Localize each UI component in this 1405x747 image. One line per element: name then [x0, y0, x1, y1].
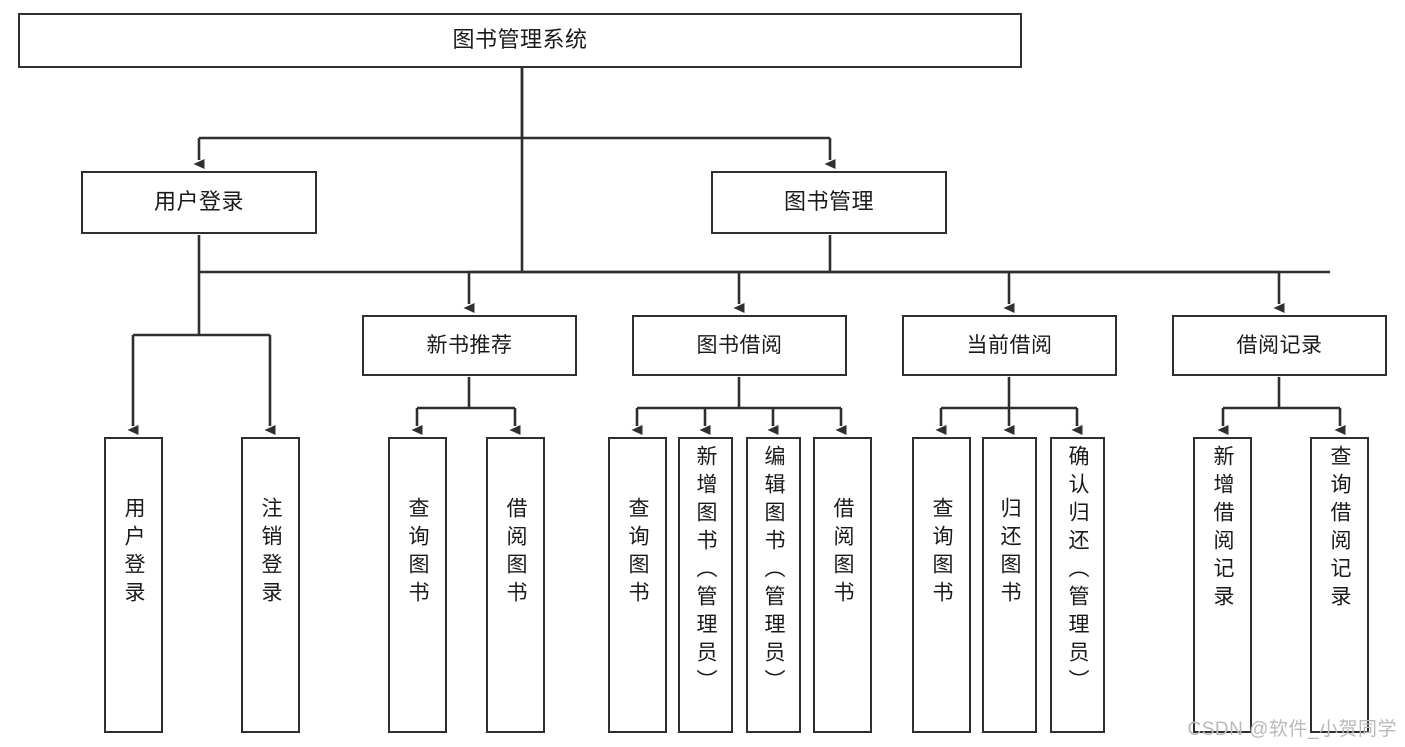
node-leaf-return-book[interactable]: 归还图书	[982, 437, 1037, 733]
node-leaf-add-book-label: 新增图书（管理员）	[694, 445, 717, 697]
node-borrow-record[interactable]: 借阅记录	[1172, 315, 1387, 376]
node-leaf-confirm-return-label: 确认归还（管理员）	[1066, 445, 1089, 697]
node-leaf-add-book[interactable]: 新增图书（管理员）	[678, 437, 733, 733]
node-leaf-borrow-book-2-label: 借阅图书	[831, 497, 854, 609]
watermark-text: CSDN @软件_小贺同学	[1187, 719, 1397, 740]
node-leaf-confirm-return[interactable]: 确认归还（管理员）	[1050, 437, 1105, 733]
node-current-borrow-label: 当前借阅	[966, 333, 1053, 357]
node-root[interactable]: 图书管理系统	[18, 13, 1022, 68]
node-leaf-edit-book[interactable]: 编辑图书（管理员）	[746, 437, 801, 733]
node-leaf-query-book-3-label: 查询图书	[930, 497, 953, 609]
node-new-book-recommend[interactable]: 新书推荐	[362, 315, 577, 376]
node-leaf-query-book-2[interactable]: 查询图书	[608, 437, 667, 733]
node-book-management-label: 图书管理	[783, 189, 874, 215]
node-leaf-borrow-book-2[interactable]: 借阅图书	[813, 437, 872, 733]
node-book-borrow-label: 图书借阅	[696, 333, 783, 357]
node-leaf-query-record-label: 查询借阅记录	[1328, 445, 1351, 613]
node-leaf-logout[interactable]: 注销登录	[241, 437, 300, 733]
node-leaf-edit-book-label: 编辑图书（管理员）	[762, 445, 785, 697]
node-user-login[interactable]: 用户登录	[81, 171, 317, 234]
node-new-book-recommend-label: 新书推荐	[426, 333, 513, 357]
node-leaf-query-book-1[interactable]: 查询图书	[388, 437, 447, 733]
node-leaf-add-record[interactable]: 新增借阅记录	[1193, 437, 1252, 733]
node-leaf-query-book-2-label: 查询图书	[626, 497, 649, 609]
node-leaf-query-book-1-label: 查询图书	[406, 497, 429, 609]
node-current-borrow[interactable]: 当前借阅	[902, 315, 1117, 376]
node-leaf-borrow-book-1[interactable]: 借阅图书	[486, 437, 545, 733]
node-leaf-add-record-label: 新增借阅记录	[1211, 445, 1234, 613]
node-leaf-query-record[interactable]: 查询借阅记录	[1310, 437, 1369, 733]
node-book-management[interactable]: 图书管理	[711, 171, 947, 234]
node-leaf-return-book-label: 归还图书	[998, 497, 1021, 609]
node-leaf-user-login-label: 用户登录	[122, 497, 145, 609]
node-leaf-borrow-book-1-label: 借阅图书	[504, 497, 527, 609]
node-leaf-query-book-3[interactable]: 查询图书	[912, 437, 971, 733]
node-root-label: 图书管理系统	[452, 27, 588, 53]
node-leaf-logout-label: 注销登录	[259, 497, 282, 609]
node-leaf-user-login[interactable]: 用户登录	[104, 437, 163, 733]
node-borrow-record-label: 借阅记录	[1236, 333, 1323, 357]
node-book-borrow[interactable]: 图书借阅	[632, 315, 847, 376]
node-user-login-label: 用户登录	[153, 189, 244, 215]
